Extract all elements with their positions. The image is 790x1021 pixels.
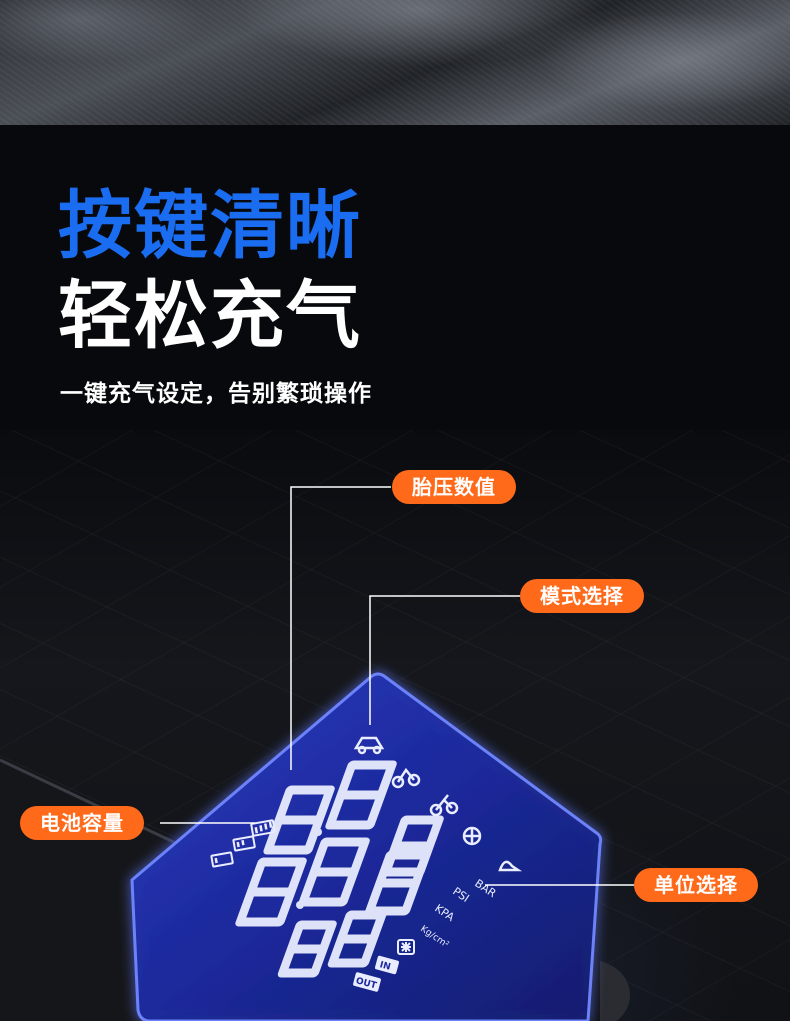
bicycle-icon: [429, 794, 459, 817]
tag-unit-select: 单位选择: [634, 868, 758, 902]
tag-battery-capacity: 电池容量: [20, 806, 144, 840]
subheadline: 一键充气设定，告别繁琐操作: [60, 381, 372, 407]
in-indicator: IN: [375, 955, 399, 975]
headline-easy-inflate: 轻松充气: [58, 273, 362, 359]
fan-icon: [397, 939, 415, 955]
battery-mid-icon: [232, 835, 256, 852]
sand-background: [0, 0, 790, 125]
headline-clear-buttons: 按键清晰: [58, 183, 362, 269]
battery-low-icon: [210, 851, 234, 868]
leader-mode: [369, 595, 520, 725]
car-icon: [353, 736, 385, 755]
tag-pressure-value: 胎压数值: [392, 470, 516, 504]
ball-icon: [462, 826, 482, 846]
battery-full-icon: [250, 819, 276, 837]
lcd-digits: [235, 760, 444, 978]
motorcycle-icon: [391, 767, 421, 789]
tag-mode-select: 模式选择: [520, 579, 644, 613]
leader-pressure: [290, 486, 391, 770]
custom-icon: [498, 860, 523, 872]
svg-text:IN: IN: [378, 960, 391, 972]
